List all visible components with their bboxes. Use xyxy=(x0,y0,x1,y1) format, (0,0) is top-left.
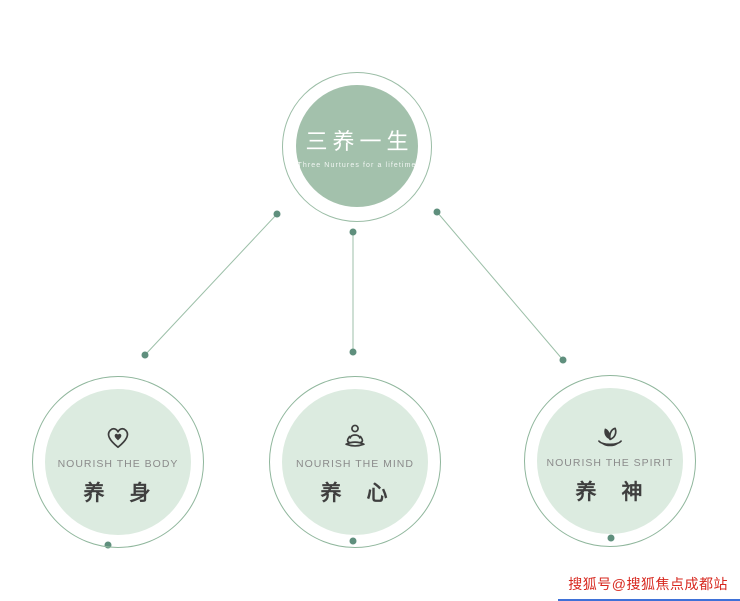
node-body-label-en: NOURISH THE BODY xyxy=(57,457,179,470)
node-mind: NOURISH THE MIND 养 心 xyxy=(269,376,441,548)
heart-hands-icon xyxy=(99,418,137,454)
node-spirit-label-zh: 养 神 xyxy=(575,480,645,504)
dot-top-right xyxy=(433,208,441,216)
dot-top-bottom xyxy=(349,228,357,236)
dot-spirit-top xyxy=(559,356,567,364)
root-node-title: 三养一生 xyxy=(305,128,414,154)
meditation-icon xyxy=(336,418,374,454)
node-body-fill: NOURISH THE BODY 养 身 xyxy=(45,389,191,535)
dot-body-top xyxy=(141,351,149,359)
node-spirit-fill: NOURISH THE SPIRIT 养 神 xyxy=(537,388,683,534)
node-mind-label-en: NOURISH THE MIND xyxy=(296,457,414,470)
node-mind-ring xyxy=(269,376,441,548)
dot-mind-top xyxy=(349,348,357,356)
watermark-text: 搜狐号@搜狐焦点成都站 xyxy=(568,576,728,592)
connector-right xyxy=(436,211,564,361)
node-spirit-ring xyxy=(524,375,696,547)
root-node-subtitle: Three Nurtures for a lifetime xyxy=(297,161,417,169)
node-mind-fill: NOURISH THE MIND 养 心 xyxy=(282,389,428,535)
dot-top-left xyxy=(273,210,281,218)
node-spirit-label-en: NOURISH THE SPIRIT xyxy=(546,456,674,469)
node-mind-label-zh: 养 心 xyxy=(320,481,390,505)
node-spirit: NOURISH THE SPIRIT 养 神 xyxy=(524,375,696,547)
bottom-blue-line xyxy=(558,599,740,601)
node-body-label-zh: 养 身 xyxy=(83,481,153,505)
node-body-ring xyxy=(32,376,204,548)
node-body: NOURISH THE BODY 养 身 xyxy=(32,376,204,548)
leaf-dish-icon xyxy=(590,417,630,453)
root-node: 三养一生 Three Nurtures for a lifetime xyxy=(296,85,418,207)
connector-left xyxy=(144,213,278,356)
root-node-ring xyxy=(282,72,432,222)
